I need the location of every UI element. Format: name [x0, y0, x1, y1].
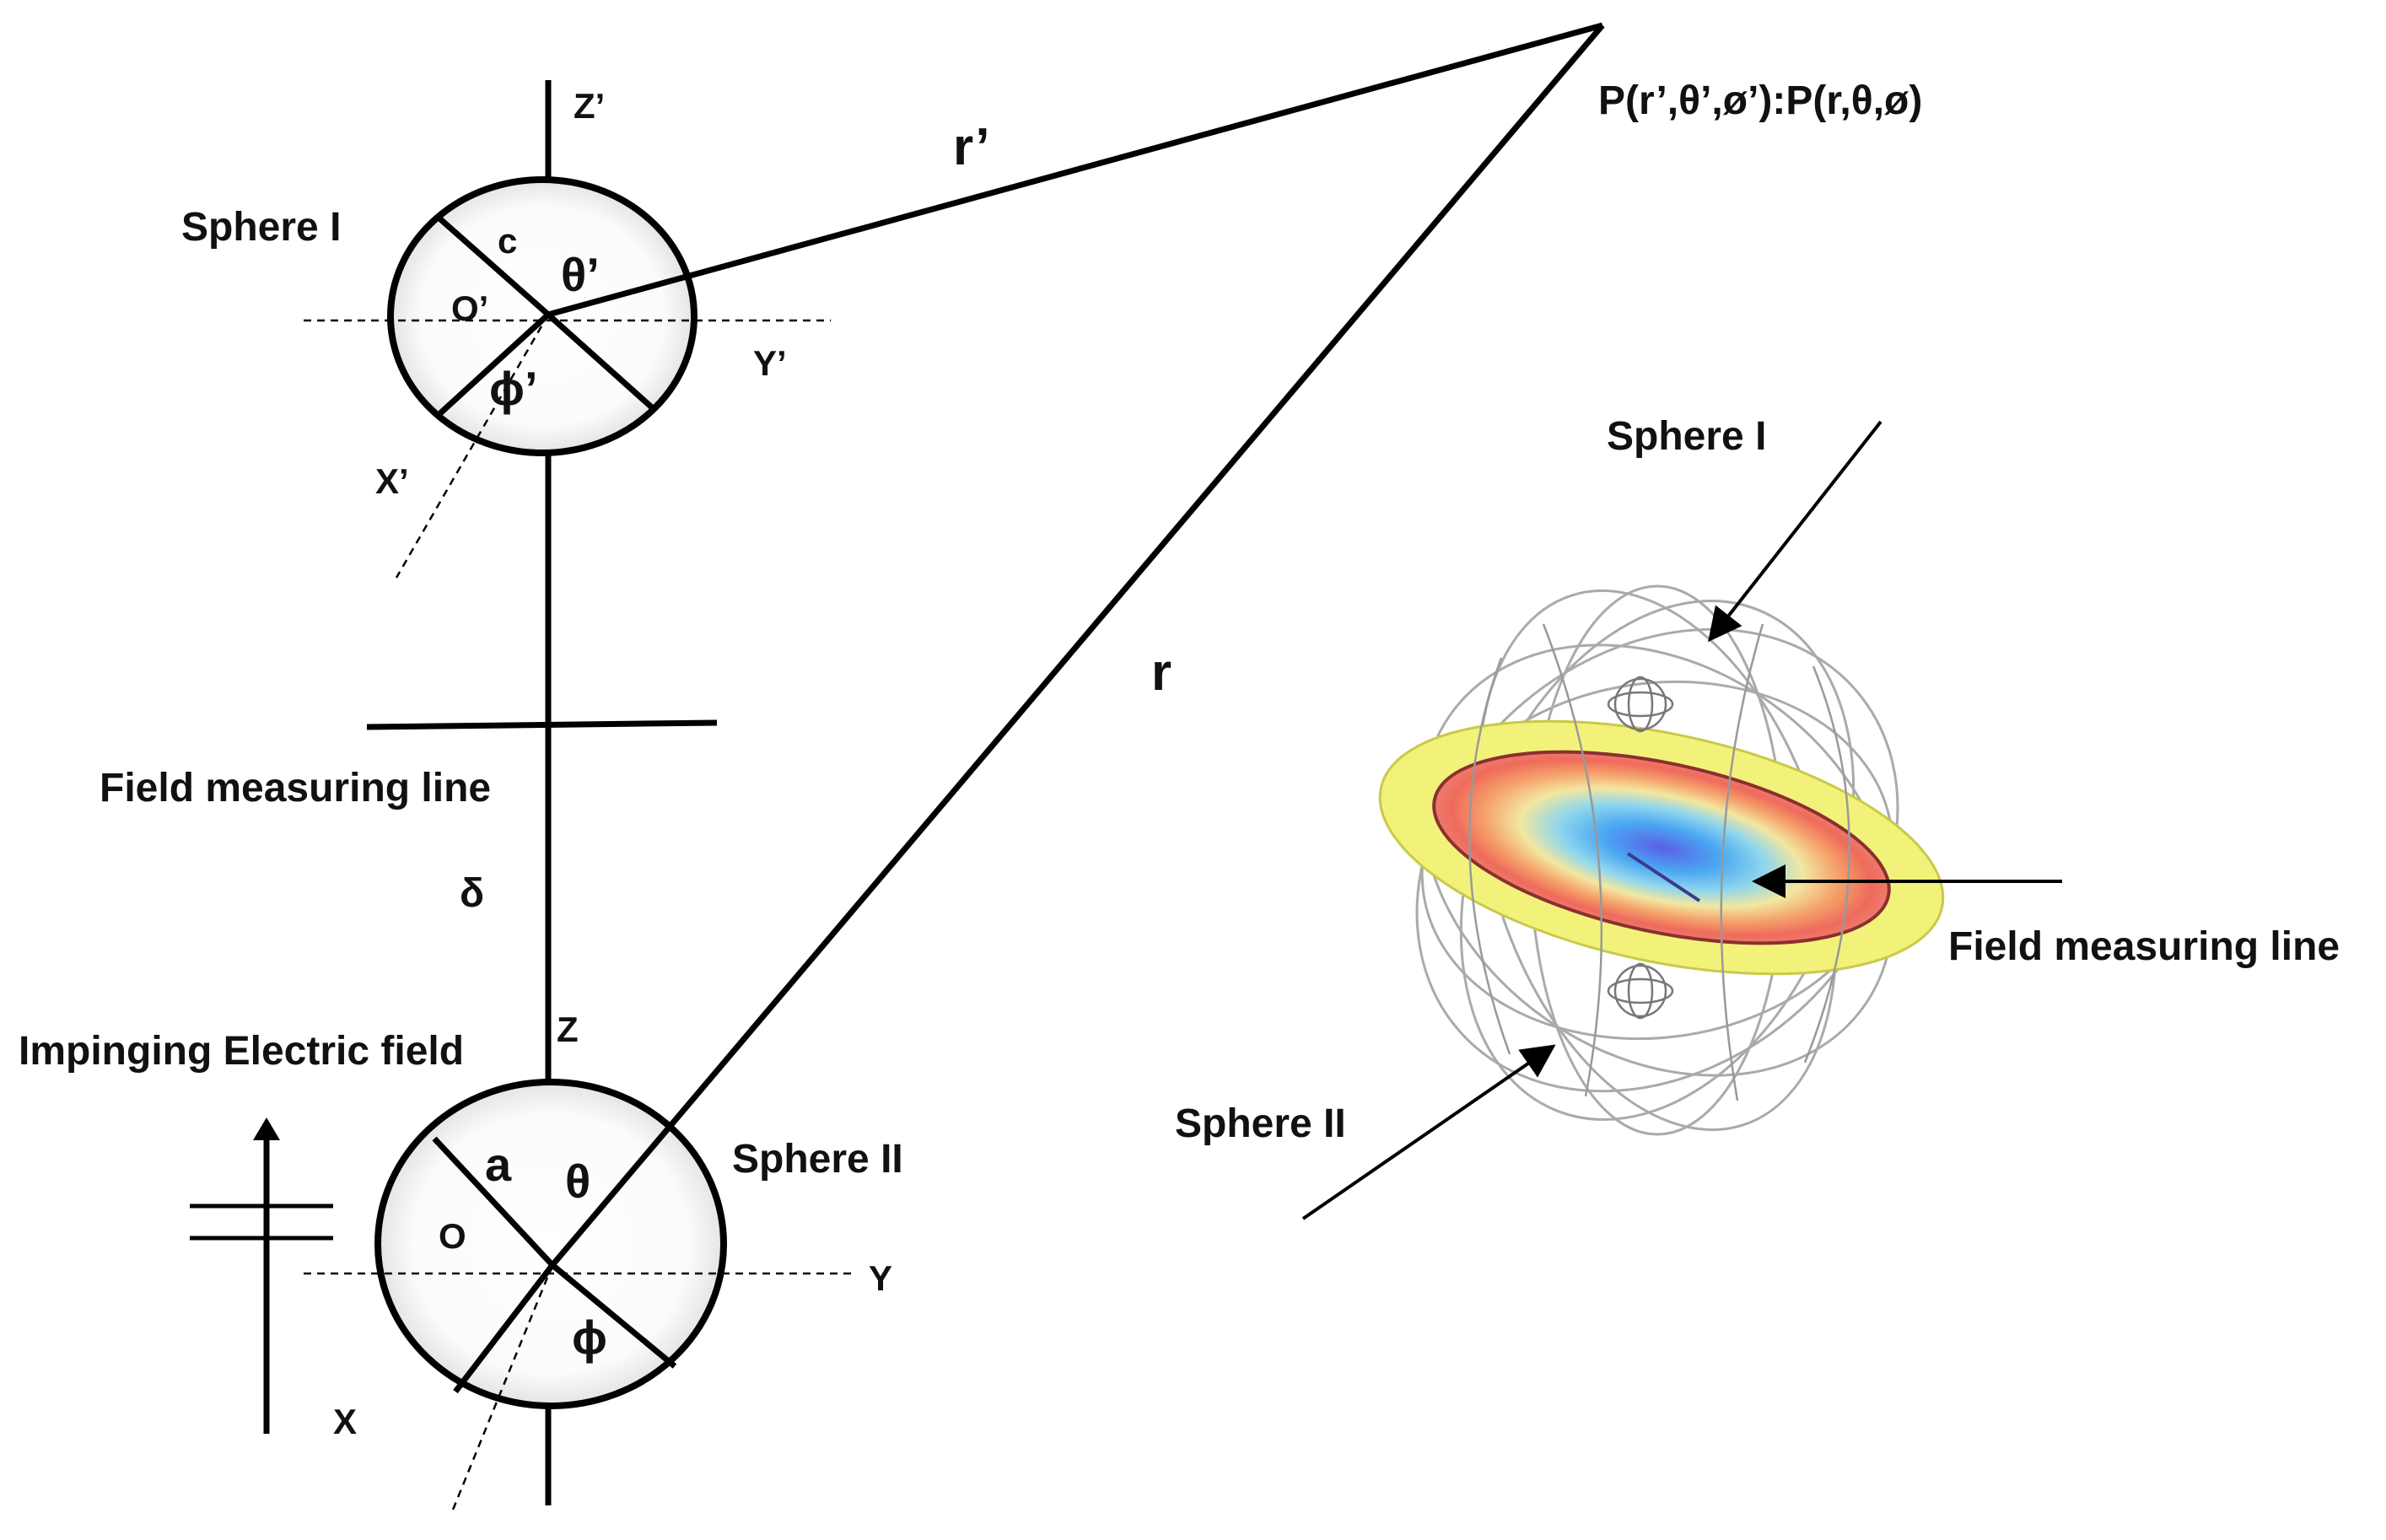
small-sphere-one-ring-b [1627, 676, 1654, 733]
sphere-two-label: Sphere II [732, 1137, 903, 1182]
field-line-label-right: Field measuring line [1948, 924, 2340, 969]
sphere-two-circle [374, 1079, 727, 1409]
phi-label: ϕ [572, 1311, 607, 1364]
sphere-two-radius-lower-right [550, 1263, 677, 1369]
z-label: Z [557, 1010, 579, 1049]
field-line-label-left: Field measuring line [100, 766, 491, 810]
sphere-one-label: Sphere I [181, 205, 341, 250]
origin-prime-label: O’ [451, 288, 488, 328]
wireframe-front [1468, 623, 1850, 1101]
wire-shell-4 [1415, 627, 1899, 1093]
sphere-two-label-right: Sphere II [1175, 1101, 1346, 1146]
sphere-two-radius-lower-left [453, 1263, 555, 1394]
theta-label: θ [565, 1155, 590, 1208]
impinging-field-arrowhead [253, 1117, 280, 1140]
y-label: Y [869, 1258, 892, 1298]
theta-prime-label: θ’ [561, 248, 600, 301]
sphere-one-pointer-arrow [1708, 420, 1882, 643]
small-sphere-two [1607, 962, 1674, 1020]
impinging-field-symbol [190, 1117, 333, 1434]
field-model-3d [1378, 584, 1945, 1136]
origin-label: O [439, 1216, 466, 1256]
x-axis-line [450, 1264, 554, 1515]
y-prime-label: Y’ [753, 343, 787, 383]
wire-front-2 [1803, 665, 1850, 1063]
sphere-one-radius-lower-left [438, 312, 551, 416]
small-sphere-two-ring-b [1627, 962, 1654, 1020]
small-sphere-one-ring-a [1607, 691, 1674, 718]
radius-c-label: c [498, 221, 517, 261]
sphere-one-radius-upper [436, 215, 551, 317]
delta-label: δ [460, 871, 484, 916]
radius-a-label: a [485, 1138, 512, 1191]
wire-front-4 [1720, 623, 1764, 1101]
small-sphere-one [1607, 676, 1674, 733]
sphere-one-schematic [304, 176, 831, 579]
field-measuring-line-3d [1626, 852, 1701, 902]
phi-prime-label: ϕ’ [489, 362, 538, 415]
sphere-two-radius-upper [432, 1136, 555, 1268]
wire-shell-3 [1420, 643, 1894, 1077]
sphere-one-label-right: Sphere I [1607, 414, 1766, 459]
point-p-label: P(r’,θ’,ø’):P(r,θ,ø) [1598, 78, 1922, 123]
small-sphere-one-outline [1613, 677, 1667, 731]
small-sphere-two-outline [1613, 964, 1667, 1018]
field-measuring-line [366, 719, 718, 730]
r-prime-label: r’ [953, 118, 990, 176]
r-line [550, 23, 1605, 1268]
sphere-two-pointer-arrow [1301, 1044, 1556, 1220]
small-sphere-two-ring-a [1607, 977, 1674, 1004]
r-prime-line [547, 22, 1603, 318]
sphere-one-radius-lower-right [546, 312, 656, 412]
x-prime-label: X’ [375, 461, 409, 501]
wire-front-3 [1542, 623, 1603, 1097]
wire-front-1 [1468, 657, 1511, 1055]
x-label: X [333, 1402, 357, 1441]
r-label: r [1151, 643, 1171, 702]
x-prime-axis-line [395, 314, 550, 579]
z-prime-label: Z’ [574, 86, 605, 126]
impinging-field-label: Impinging Electric field [19, 1029, 464, 1074]
